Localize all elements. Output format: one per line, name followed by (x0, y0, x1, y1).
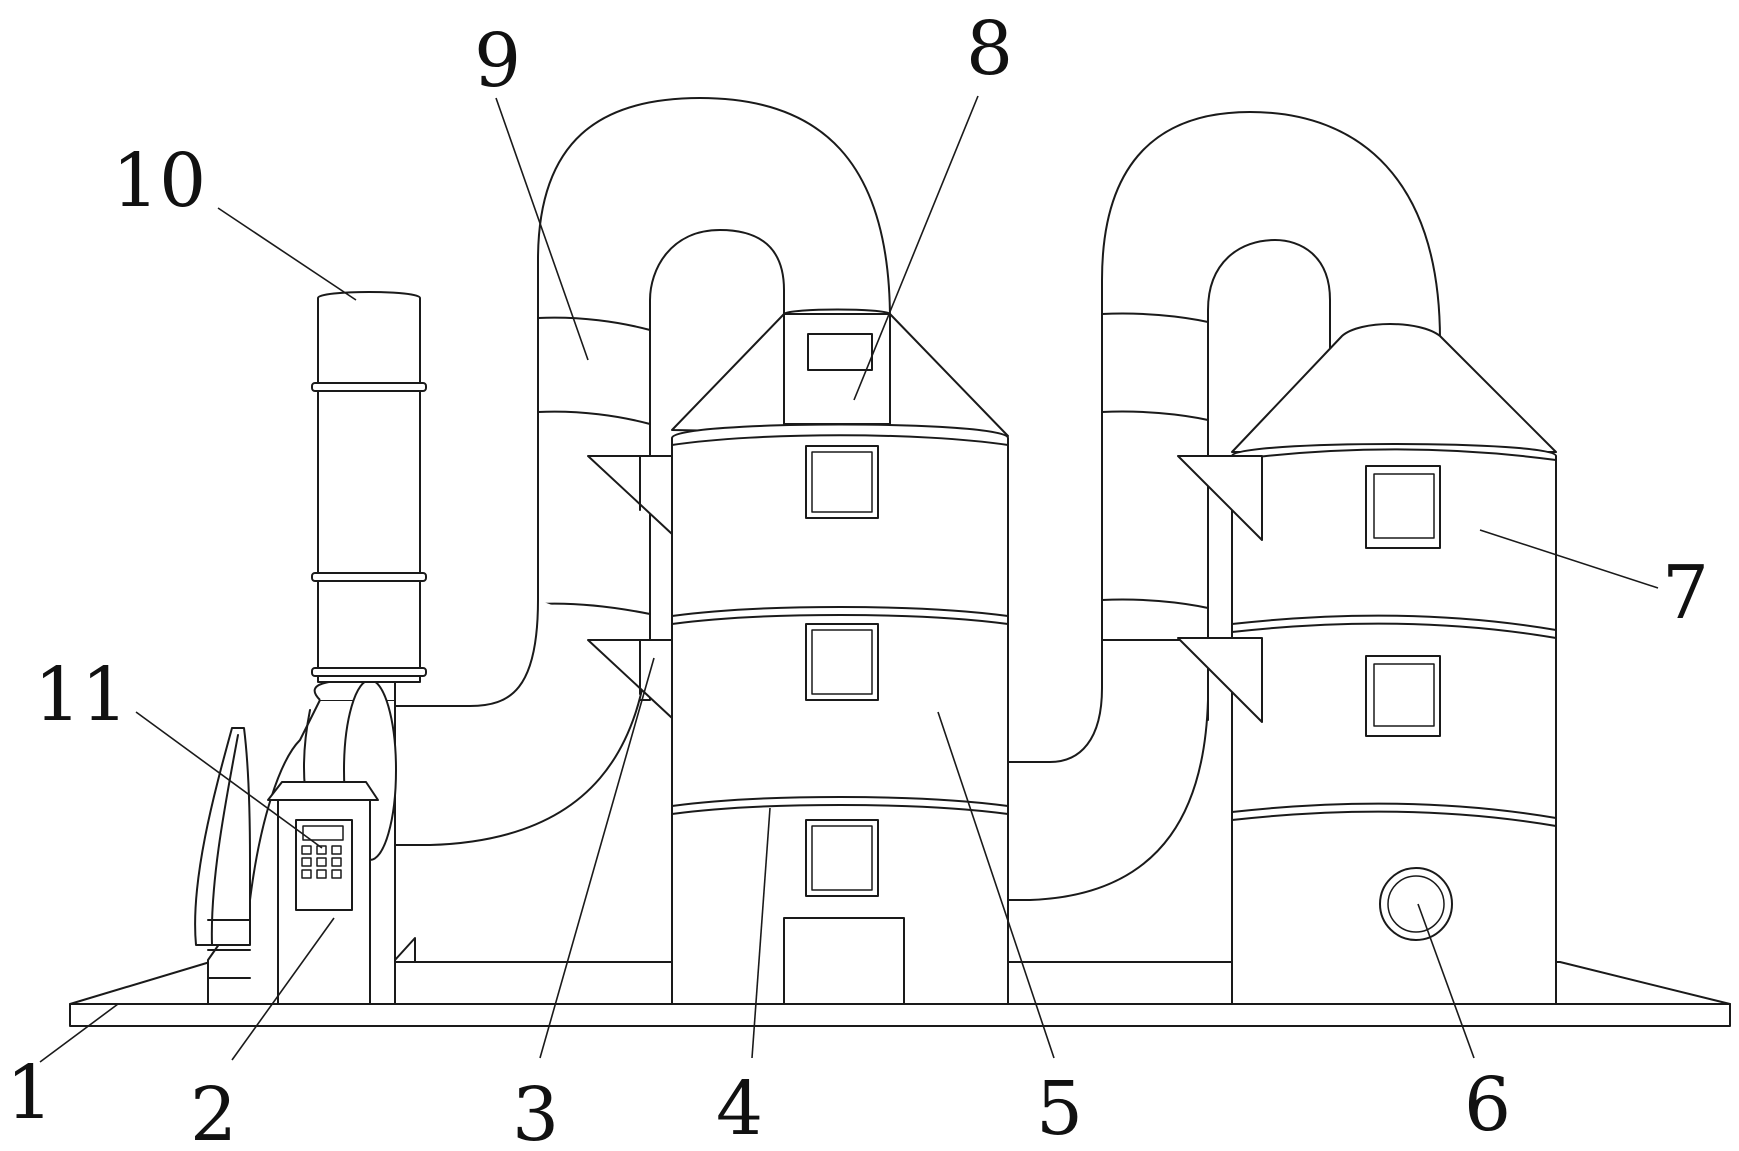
label-9: 9 (474, 18, 521, 104)
spray-tower-left (587, 308, 1009, 1005)
connecting-duct-right (1007, 111, 1441, 901)
label-10: 10 (112, 138, 206, 224)
label-8: 8 (966, 6, 1013, 92)
label-2: 2 (190, 1072, 237, 1151)
label-3: 3 (512, 1072, 559, 1151)
label-7: 7 (1662, 550, 1709, 636)
connecting-duct-left (394, 97, 891, 846)
label-5: 5 (1036, 1066, 1083, 1151)
part-number-labels: 1 2 3 4 5 6 7 8 9 10 11 (6, 6, 1709, 1151)
chimney (311, 291, 427, 683)
label-6: 6 (1464, 1062, 1511, 1148)
label-4: 4 (716, 1066, 763, 1151)
label-1: 1 (6, 1050, 53, 1136)
leader-lines (39, 95, 1659, 1063)
spray-tower-right (1177, 323, 1557, 1005)
control-cabinet (267, 781, 379, 1005)
label-11: 11 (34, 652, 128, 738)
